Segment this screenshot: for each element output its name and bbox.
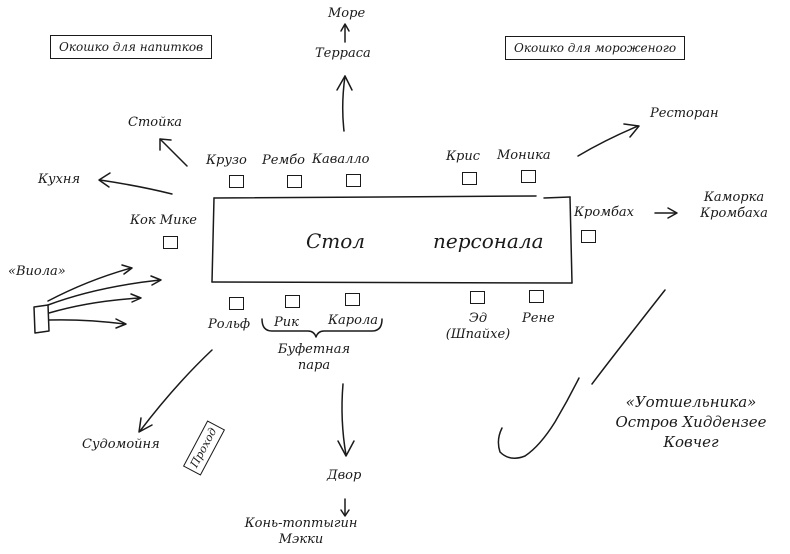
label-buffet-pair: Буфетная пара xyxy=(262,342,366,374)
hermit-route-line xyxy=(497,289,666,459)
arrow-to-yard xyxy=(337,383,355,457)
arrow-to-sea xyxy=(340,23,350,43)
seat-kok-mike xyxy=(163,236,178,249)
person-krombach: Кромбах xyxy=(574,205,635,220)
arrow-to-dishwasher xyxy=(138,349,213,433)
label-drinks-window: Окошко для напитков xyxy=(50,35,213,59)
label-kitchen: Кухня xyxy=(38,172,81,187)
label-viola: «Виола» xyxy=(8,264,66,279)
label-terrace: Терраса xyxy=(315,46,371,61)
staff-table-outline xyxy=(211,195,573,284)
seat-kruzo xyxy=(229,175,244,188)
person-kavallo: Кавалло xyxy=(312,152,370,167)
person-rik: Рик xyxy=(274,315,299,330)
seat-kris xyxy=(462,172,477,185)
arrow-to-restaurant xyxy=(577,123,640,157)
arrow-to-counter xyxy=(159,138,188,167)
person-ed-line1: Эд xyxy=(468,311,488,326)
label-hermit: «Уотшельника» Остров Хиддензее Ковчег xyxy=(608,392,774,452)
label-hermit-line1: «Уотшельника» xyxy=(625,393,757,411)
person-rembo: Рембо xyxy=(262,153,305,168)
arrow-to-krombach-closet xyxy=(654,207,678,219)
label-krombach-closet: Каморка Кромбаха xyxy=(686,190,782,222)
label-skipper-line1: Конь-топтыгин xyxy=(244,516,358,531)
label-dishwasher: Судомойня xyxy=(82,437,160,452)
seat-rene xyxy=(529,290,544,303)
label-buffet-pair-line2: пара xyxy=(297,358,331,373)
label-restaurant: Ресторан xyxy=(650,106,719,121)
buffet-pair-brace xyxy=(261,318,383,338)
label-krombach-closet-line1: Каморка xyxy=(703,190,765,205)
label-skipper: Конь-топтыгин Мэкки xyxy=(226,516,376,548)
label-krombach-closet-line2: Кромбаха xyxy=(700,206,768,221)
person-kruzo: Крузо xyxy=(206,153,247,168)
viola-boat xyxy=(33,264,162,334)
label-hermit-line3: Ковчег xyxy=(663,433,719,451)
person-monika: Моника xyxy=(497,148,551,163)
seat-rolf xyxy=(229,297,244,310)
seat-ed xyxy=(470,291,485,304)
arrow-to-terrace xyxy=(336,75,353,132)
person-rene: Рене xyxy=(522,311,555,326)
label-staff-table-word1: Стол xyxy=(306,229,366,253)
seat-kavallo xyxy=(346,174,361,187)
label-icecream-window: Окошко для мороженого xyxy=(505,36,686,60)
seat-rembo xyxy=(287,175,302,188)
label-buffet-pair-line1: Буфетная xyxy=(277,342,351,357)
label-yard: Двор xyxy=(327,468,362,483)
person-karola: Карола xyxy=(328,313,378,328)
label-counter: Стойка xyxy=(128,115,182,130)
label-staff-table-word2: персонала xyxy=(433,229,544,253)
label-sea: Море xyxy=(328,6,366,21)
person-rolf: Рольф xyxy=(208,317,251,332)
person-ed-line2: (Шпайхе) xyxy=(445,327,511,342)
seat-krombach xyxy=(581,230,596,243)
arrow-to-skipper xyxy=(340,498,350,517)
person-kok-mike: Кок Мике xyxy=(130,213,197,228)
arrow-to-kitchen xyxy=(98,172,173,195)
person-ed: Эд (Шпайхе) xyxy=(440,311,516,343)
seat-monika xyxy=(521,170,536,183)
person-kris: Крис xyxy=(446,149,481,164)
label-skipper-line2: Мэкки xyxy=(278,532,324,547)
seat-karola xyxy=(345,293,360,306)
label-hermit-line2: Остров Хиддензее xyxy=(615,413,767,431)
seat-rik xyxy=(285,295,300,308)
